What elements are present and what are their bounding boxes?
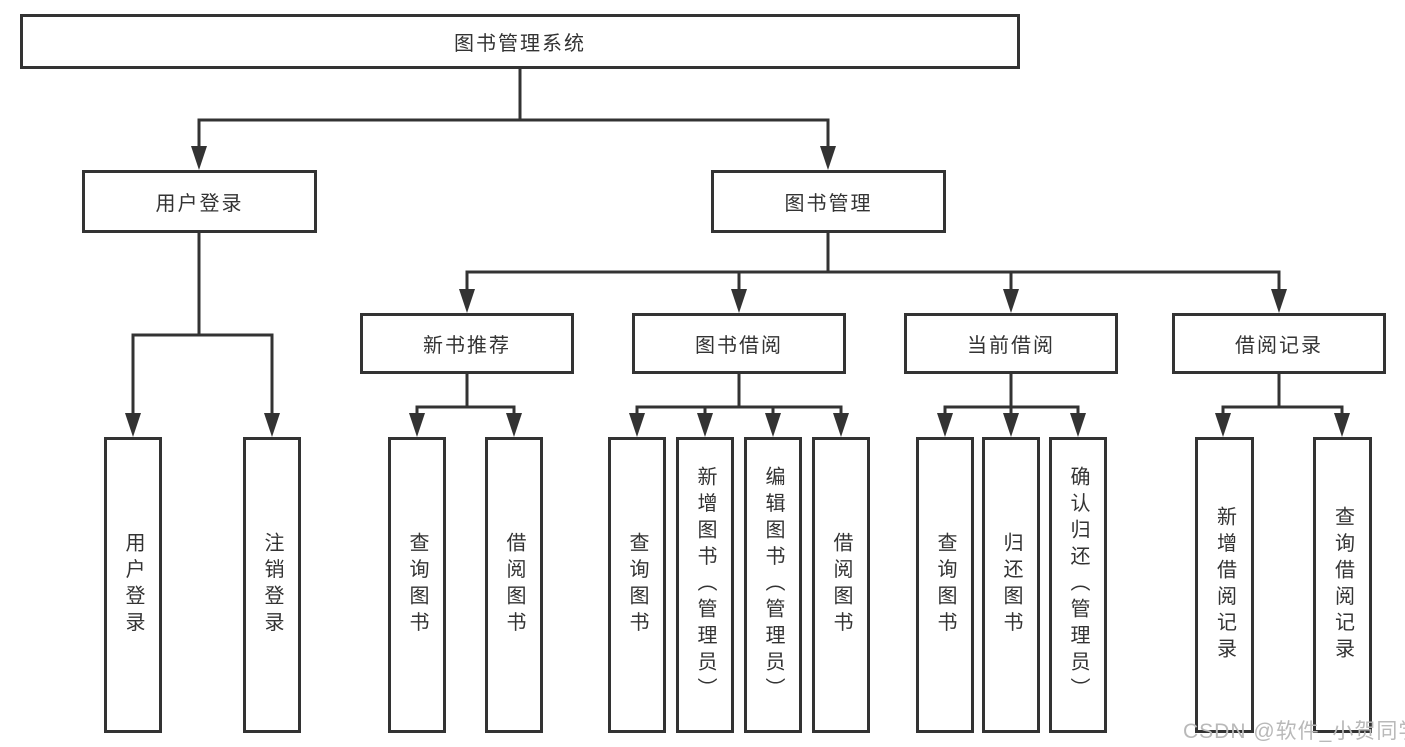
node-label: 当前借阅 xyxy=(967,335,1055,357)
leaf-borrow-book-recommend: 借阅图书 xyxy=(485,437,543,733)
arrowhead xyxy=(506,413,522,437)
arrowhead xyxy=(1271,289,1287,313)
arrowhead xyxy=(937,413,953,437)
node-label: 图书借阅 xyxy=(695,335,783,357)
arrowhead xyxy=(1003,289,1019,313)
csdn-watermark: CSDN @软件_小贺同学 xyxy=(1183,720,1405,743)
arrowhead xyxy=(409,413,425,437)
arrowhead xyxy=(1070,413,1086,437)
node-root-system: 图书管理系统 xyxy=(20,14,1020,69)
leaf-return-book: 归还图书 xyxy=(982,437,1040,733)
leaf-label: 借阅图书 xyxy=(830,532,852,638)
arrowhead xyxy=(820,146,836,170)
node-book-borrow: 图书借阅 xyxy=(632,313,846,374)
arrowhead xyxy=(697,413,713,437)
leaf-logout: 注销登录 xyxy=(243,437,301,733)
node-label: 新书推荐 xyxy=(423,335,511,357)
arrowhead xyxy=(125,413,141,437)
arrowhead xyxy=(833,413,849,437)
node-label: 图书管理 xyxy=(784,193,873,215)
leaf-label: 查询借阅记录 xyxy=(1331,505,1354,665)
arrowhead xyxy=(264,413,280,437)
leaf-add-book-admin: 新增图书（管理员） xyxy=(676,437,734,733)
leaf-confirm-return-admin: 确认归还（管理员） xyxy=(1049,437,1107,733)
leaf-query-book-recommend: 查询图书 xyxy=(388,437,446,733)
arrowhead xyxy=(731,289,747,313)
leaf-query-book-current: 查询图书 xyxy=(916,437,974,733)
leaf-borrow-book: 借阅图书 xyxy=(812,437,870,733)
leaf-edit-book-admin: 编辑图书（管理员） xyxy=(744,437,802,733)
node-current-borrow: 当前借阅 xyxy=(904,313,1118,374)
arrowhead xyxy=(1003,413,1019,437)
node-user-login: 用户登录 xyxy=(82,170,317,233)
arrowhead xyxy=(1215,413,1231,437)
leaf-label: 新增借阅记录 xyxy=(1213,505,1236,665)
leaf-label: 归还图书 xyxy=(1000,532,1022,638)
leaf-add-borrow-record: 新增借阅记录 xyxy=(1195,437,1254,733)
leaf-query-book-borrow: 查询图书 xyxy=(608,437,666,733)
leaf-label: 编辑图书（管理员） xyxy=(762,466,784,704)
leaf-query-borrow-record: 查询借阅记录 xyxy=(1313,437,1372,733)
arrowhead xyxy=(191,146,207,170)
node-book-management: 图书管理 xyxy=(711,170,946,233)
arrowhead xyxy=(629,413,645,437)
leaf-label: 查询图书 xyxy=(934,532,956,638)
leaf-user-login: 用户登录 xyxy=(104,437,162,733)
node-borrow-record: 借阅记录 xyxy=(1172,313,1386,374)
node-label: 借阅记录 xyxy=(1235,335,1323,357)
leaf-label: 确认归还（管理员） xyxy=(1067,466,1089,704)
arrowhead xyxy=(459,289,475,313)
node-label: 图书管理系统 xyxy=(454,33,586,55)
arrowhead xyxy=(1334,413,1350,437)
leaf-label: 用户登录 xyxy=(122,532,144,638)
node-new-book-recommend: 新书推荐 xyxy=(360,313,574,374)
leaf-label: 新增图书（管理员） xyxy=(694,466,716,704)
leaf-label: 注销登录 xyxy=(261,532,283,638)
leaf-label: 查询图书 xyxy=(406,532,428,638)
arrowhead xyxy=(765,413,781,437)
leaf-label: 查询图书 xyxy=(626,532,648,638)
node-label: 用户登录 xyxy=(155,193,244,215)
leaf-label: 借阅图书 xyxy=(503,532,525,638)
